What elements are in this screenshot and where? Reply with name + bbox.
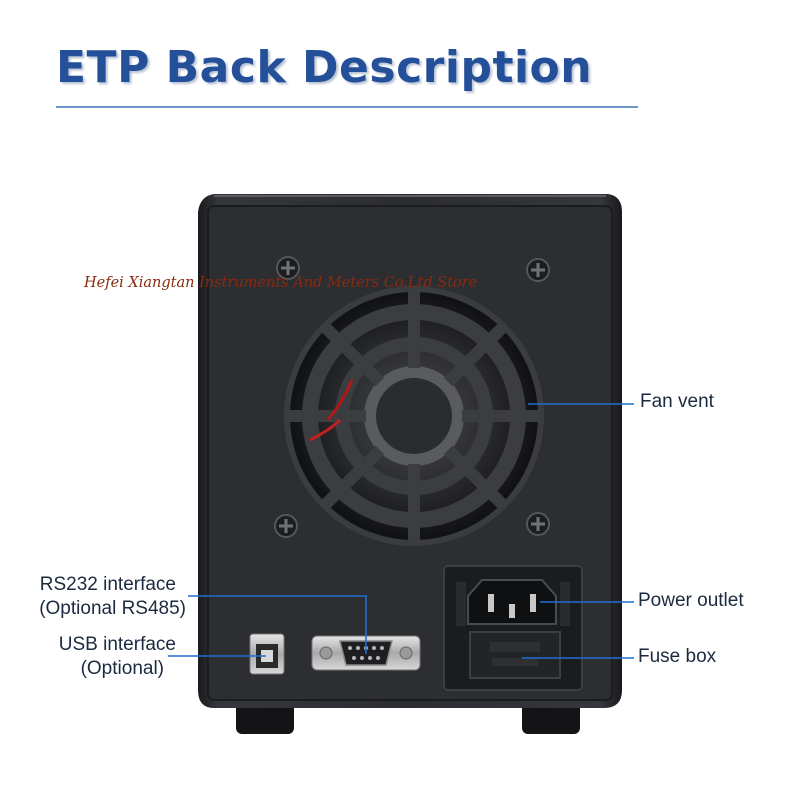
store-watermark: Hefei Xiangtan Instruments And Meters Co… — [84, 275, 478, 291]
db9-port-icon — [311, 635, 421, 671]
usb-label-line1: USB interface — [58, 634, 176, 655]
fuse-drawer-icon — [469, 631, 561, 679]
title-underline — [56, 106, 638, 108]
screw-icon — [274, 514, 298, 538]
power-outlet-label: Power outlet — [638, 590, 744, 611]
usb-label-line2: (Optional) — [80, 658, 164, 679]
screw-icon — [526, 258, 550, 282]
rs232-label-line2: (Optional RS485) — [39, 598, 186, 619]
screw-icon — [526, 512, 550, 536]
rubber-foot-left — [236, 702, 294, 734]
rs232-label-line1: RS232 interface — [39, 574, 176, 595]
page-title: ETP Back Description — [56, 42, 593, 93]
fan-grille-icon — [284, 286, 544, 546]
fuse-box-label: Fuse box — [638, 646, 717, 667]
rubber-foot-right — [522, 702, 580, 734]
screw-icon — [276, 256, 300, 280]
usb-b-port-icon — [249, 633, 285, 675]
fan-vent-label: Fan vent — [640, 391, 714, 412]
